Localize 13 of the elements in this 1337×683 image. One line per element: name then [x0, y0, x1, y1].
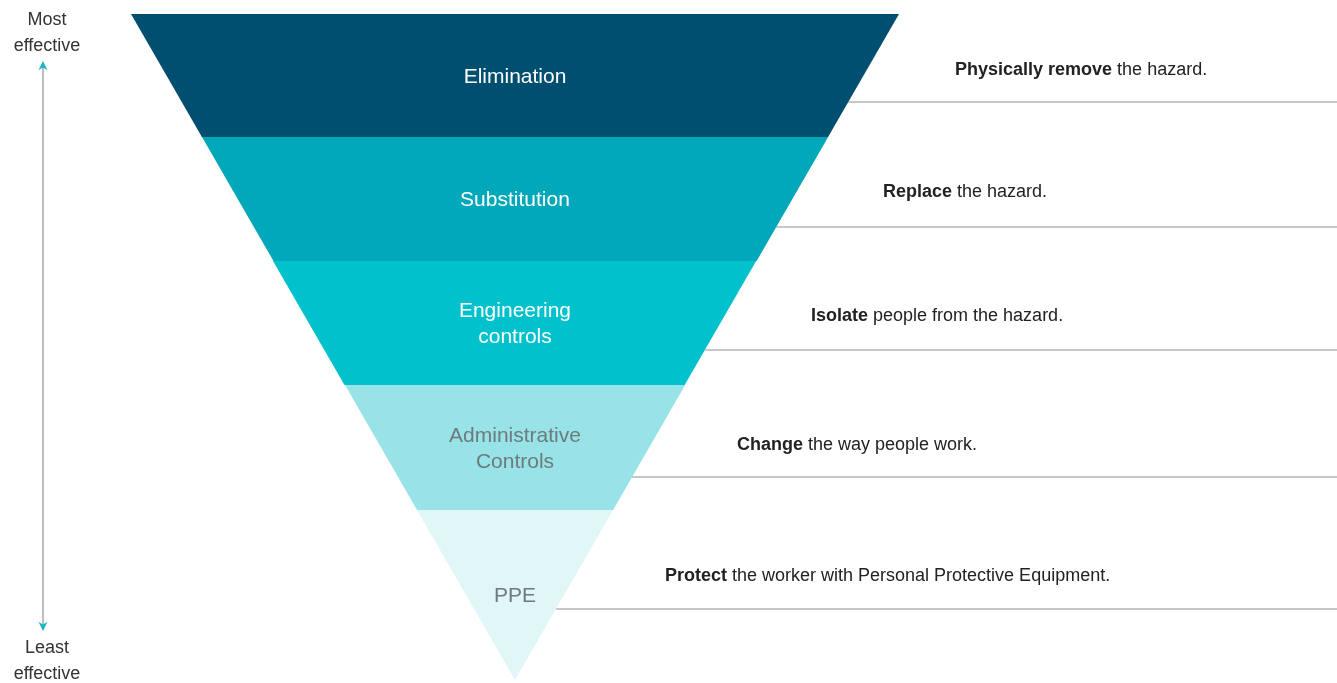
tier-description: Protect the worker with Personal Protective Equipment.: [665, 565, 1111, 586]
tier-label: PPE: [492, 582, 537, 608]
tier-label: Elimination: [462, 62, 568, 89]
tier-description: Replace the hazard.: [883, 181, 1048, 202]
tier-description: Physically remove the hazard.: [955, 59, 1208, 80]
tier-description: Isolate people from the hazard.: [811, 305, 1064, 326]
tier-label: Engineering controls: [457, 297, 573, 349]
double-headed-arrow: [38, 61, 48, 631]
tier-label: Administrative Controls: [448, 421, 582, 474]
least-effective-label: Least effective: [0, 634, 97, 683]
tier-label: Substitution: [459, 186, 571, 212]
tier-description: Change the way people work.: [737, 434, 978, 455]
most-effective-label: Most effective: [0, 6, 97, 58]
